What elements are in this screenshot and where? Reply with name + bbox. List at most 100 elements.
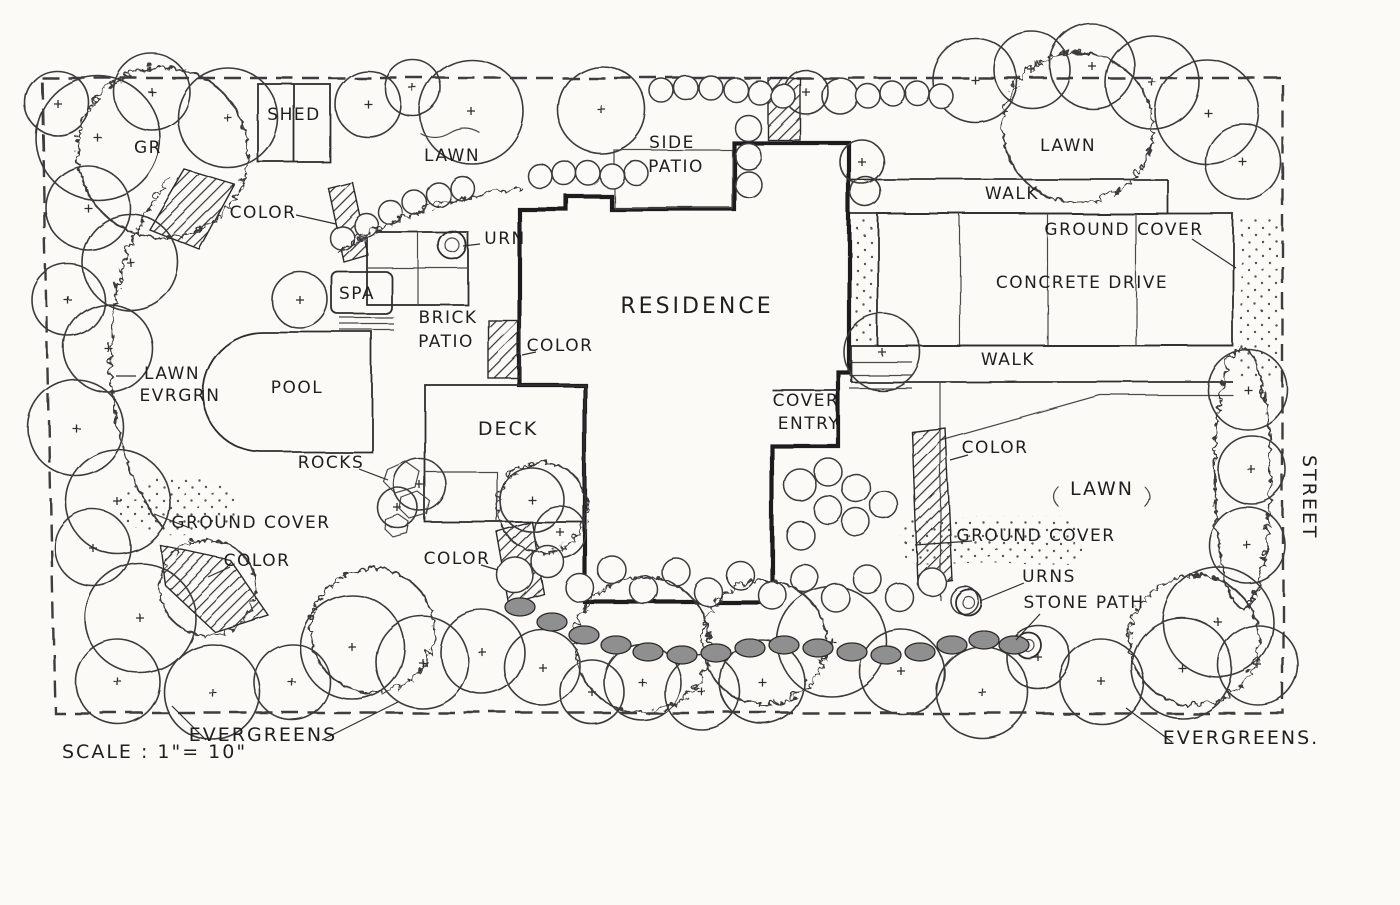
stone-paver	[632, 642, 664, 662]
urn-top-inner	[444, 237, 460, 253]
urn-bottom-1-inner	[961, 595, 975, 609]
label-color-deck: COLOR	[424, 549, 491, 569]
tree-center-mark	[538, 663, 546, 671]
shrub-circle	[629, 575, 659, 605]
shrub-circle	[821, 583, 851, 613]
tree-canopy	[54, 509, 132, 587]
tree-canopy	[439, 609, 525, 695]
tree-center-mark	[638, 678, 646, 686]
label-ground-cover-lower-right: GROUND COVER	[956, 526, 1115, 546]
shrub-circle	[551, 160, 577, 186]
tree-canopy	[1154, 59, 1260, 165]
shrub-circle	[353, 212, 379, 238]
tree-center-mark	[136, 614, 144, 622]
tree-canopy	[1104, 34, 1200, 130]
shrub-circle	[783, 468, 817, 502]
plan-labels: SHED GR LAWN SIDE PATIO LAWN WALK COLOR …	[62, 105, 1320, 763]
shrub-mass	[1126, 572, 1258, 704]
tree-center-mark	[416, 481, 424, 489]
tree-canopy	[271, 271, 329, 329]
label-street: STREET	[1298, 455, 1320, 539]
tree-center-mark	[1148, 78, 1156, 86]
tree-center-mark	[1214, 618, 1222, 626]
tree-center-mark	[364, 100, 372, 108]
tree-center-mark	[288, 678, 296, 686]
stone-paver	[936, 635, 968, 655]
leader-line	[480, 564, 499, 571]
tree-canopy	[113, 53, 191, 131]
shrub-circle	[698, 75, 724, 101]
shrub-circle	[904, 80, 930, 106]
tree-center-mark	[409, 84, 417, 92]
shrub-circle	[734, 114, 762, 142]
label-deck: DECK	[478, 418, 538, 440]
tree-canopy	[334, 70, 402, 138]
spa-outline	[331, 271, 393, 315]
stone-paver	[536, 612, 568, 632]
shrub-circle	[813, 457, 843, 487]
shrub-circle	[785, 520, 815, 550]
stone-paver	[734, 638, 766, 658]
label-color-left: COLOR	[224, 551, 291, 571]
tree-canopy	[843, 313, 921, 391]
tree-center-mark	[224, 114, 232, 122]
leader-line	[207, 566, 231, 578]
tree-canopy	[1217, 435, 1287, 505]
label-urns: URNS	[1022, 567, 1076, 587]
tree-canopy	[1208, 506, 1286, 584]
label-color-brick: COLOR	[527, 336, 594, 356]
shrub-circle	[869, 490, 899, 520]
label-concrete-drive: CONCRETE DRIVE	[996, 273, 1168, 293]
small-shrubs	[329, 75, 1042, 659]
label-stone-path: STONE PATH	[1023, 593, 1144, 613]
tree-center-mark	[802, 88, 810, 96]
shrub-circle	[527, 163, 553, 189]
lawn-right-mark-left	[1052, 485, 1059, 507]
tree-center-mark	[878, 348, 886, 356]
tree-canopy	[859, 629, 945, 715]
shrub-circle	[879, 80, 905, 106]
tree-center-mark	[394, 504, 402, 512]
tree-canopy	[993, 31, 1071, 109]
label-ground-cover-top-right: GROUND COVER	[1044, 220, 1203, 240]
shrub-circle	[673, 75, 699, 101]
tree-center-mark	[528, 496, 536, 504]
label-pool: POOL	[271, 378, 323, 398]
urn-top	[437, 230, 467, 260]
stone-paver	[768, 635, 800, 655]
tree-canopy	[559, 659, 625, 725]
shrub-circle	[928, 83, 954, 109]
label-urn: URN	[484, 229, 525, 249]
tree-center-mark	[208, 688, 216, 696]
label-lawn-top-right: LAWN	[1040, 136, 1096, 156]
label-lawn-right: LAWN	[1070, 478, 1134, 500]
label-side-patio-1: SIDE	[649, 133, 695, 153]
tree-center-mark	[1098, 678, 1106, 686]
stone-paver	[504, 597, 536, 617]
tree-center-mark	[478, 648, 486, 656]
shrub-mass	[1211, 344, 1269, 606]
deck-outline	[424, 384, 586, 523]
tree-canopy	[499, 467, 565, 533]
property-boundary	[40, 76, 1285, 715]
label-cover-entry-1: COVER	[773, 391, 840, 411]
lawn-right-mark-right	[1143, 485, 1150, 507]
label-lawn-evrgrn-1: LAWN	[144, 364, 200, 384]
label-color-top-left: COLOR	[230, 203, 297, 223]
tree-canopy	[377, 487, 419, 529]
shrub-circle	[813, 495, 843, 525]
tree-center-mark	[971, 76, 979, 84]
tree-center-mark	[72, 424, 80, 432]
shrub-circle	[841, 507, 871, 537]
tree-center-mark	[64, 296, 72, 304]
urn-bottom-1	[954, 588, 982, 616]
tree-center-mark	[296, 296, 304, 304]
shrub-circle	[599, 163, 625, 189]
tree-center-mark	[126, 258, 134, 266]
shrub-circle	[757, 580, 787, 610]
tree-center-mark	[94, 134, 102, 142]
label-gr: GR	[134, 138, 162, 158]
shrub-circle	[841, 473, 871, 503]
